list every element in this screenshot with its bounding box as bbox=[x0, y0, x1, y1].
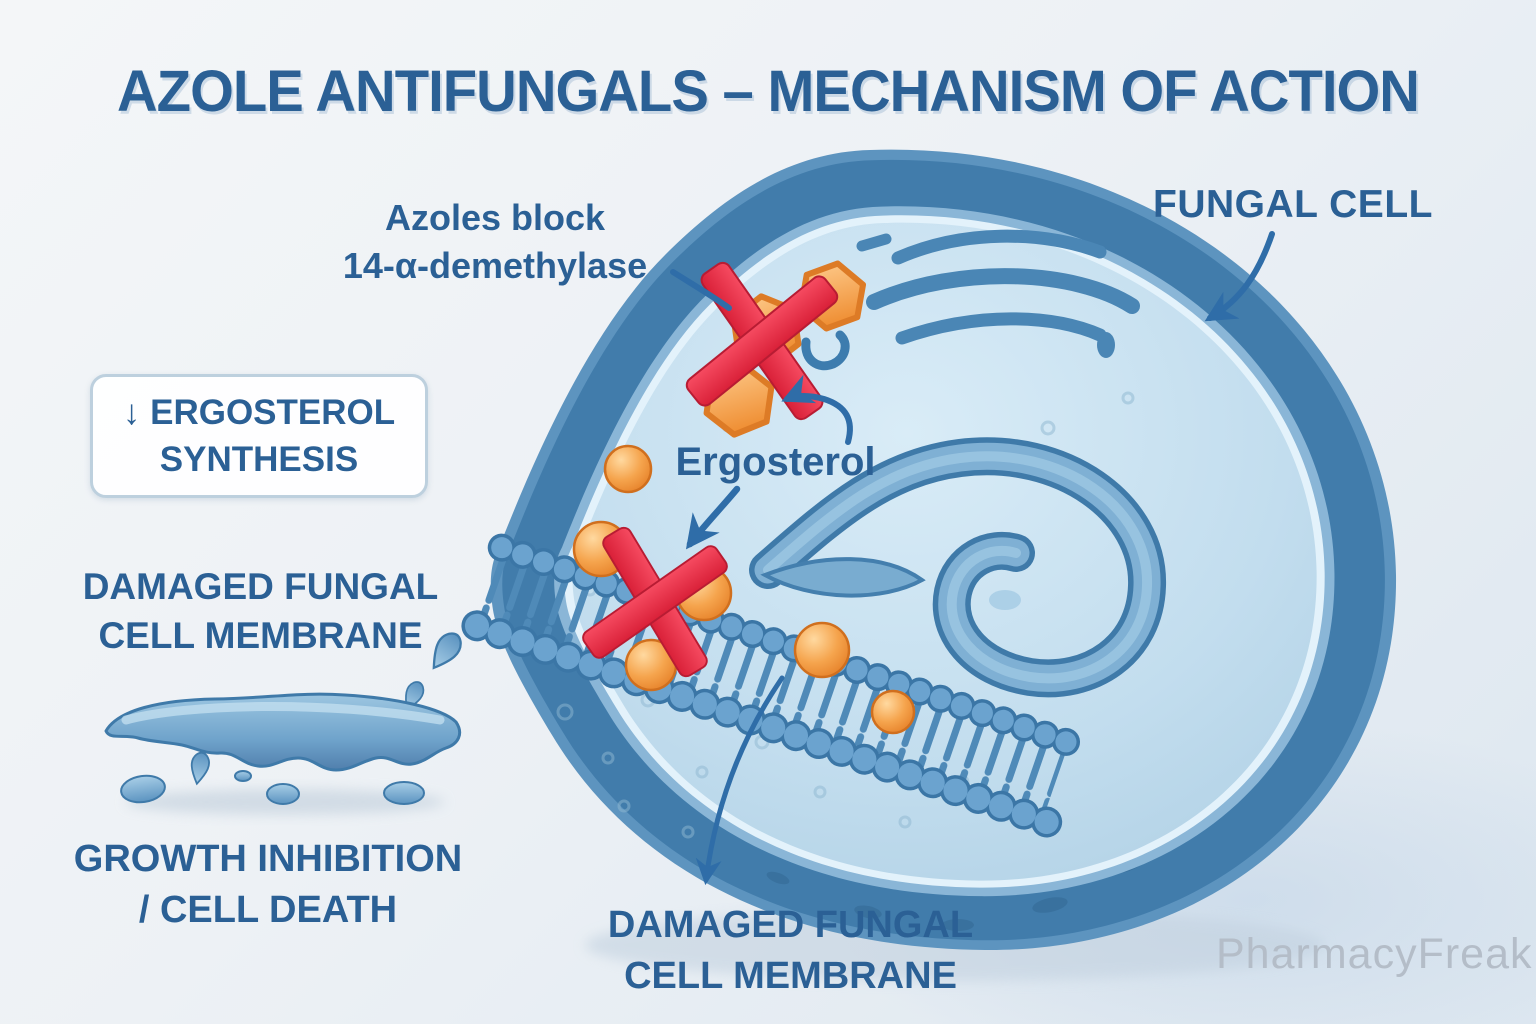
fragment-droplet bbox=[120, 774, 166, 804]
ergosterol-synthesis-line2: SYNTHESIS bbox=[159, 440, 359, 479]
fragment-droplet bbox=[266, 783, 300, 805]
down-arrow-glyph: ↓ bbox=[122, 393, 141, 432]
annotation-arrows bbox=[670, 231, 1275, 886]
damaged-left-line2: CELL MEMBRANE bbox=[98, 615, 423, 656]
damaged-membrane-left-label: DAMAGED FUNGAL CELL MEMBRANE bbox=[58, 562, 463, 660]
swirl-organelle bbox=[749, 437, 1167, 698]
bilayer-bottom-beads bbox=[461, 610, 1064, 838]
growth-line1: GROWTH INHIBITION bbox=[73, 838, 463, 880]
growth-line2: / CELL DEATH bbox=[138, 889, 398, 931]
er-curves bbox=[856, 229, 1140, 358]
fragment-droplet bbox=[234, 770, 252, 782]
azoles-block-label: Azoles block 14-α-demethylase bbox=[270, 194, 720, 290]
ergosterol-sphere bbox=[793, 621, 851, 679]
ergosterol-synthesis-word: ERGOSTEROL bbox=[150, 393, 396, 432]
arrow-ergosterol-to-azole bbox=[781, 374, 853, 445]
ergosterol-spheres bbox=[572, 444, 916, 735]
azoles-block-line1: Azoles block bbox=[384, 197, 606, 238]
ergosterol-synthesis-line1: ↓ ERGOSTEROL bbox=[123, 389, 395, 436]
azoles-block-line2: 14-α-demethylase bbox=[342, 245, 648, 286]
fragment-highlight bbox=[121, 702, 445, 725]
damaged-bottom-line2: CELL MEMBRANE bbox=[624, 955, 957, 997]
bilayer-top-beads bbox=[487, 533, 1089, 759]
leak-droplets bbox=[405, 632, 462, 711]
fragment-droplet bbox=[383, 781, 425, 805]
arrow-membrane-to-label bbox=[695, 675, 785, 886]
growth-inhibition-label: GROWTH INHIBITION / CELL DEATH bbox=[58, 834, 478, 936]
arrow-ergosterol-to-membrane bbox=[685, 485, 741, 550]
damaged-membrane-bottom-label: DAMAGED FUNGAL CELL MEMBRANE bbox=[578, 900, 1003, 1002]
damaged-bottom-line1: DAMAGED FUNGAL bbox=[607, 904, 974, 946]
u-squiggle bbox=[801, 330, 850, 371]
block-x-on-membrane bbox=[582, 526, 728, 678]
ergosterol-sphere bbox=[603, 444, 653, 494]
swirl-leaf bbox=[760, 557, 926, 598]
leak-droplet bbox=[432, 632, 462, 670]
pointer-azoles-line bbox=[670, 269, 732, 311]
page-title: AZOLE ANTIFUNGALS – MECHANISM OF ACTION bbox=[117, 59, 1420, 124]
fragment-droplets bbox=[120, 751, 425, 805]
ergosterol-sphere bbox=[870, 689, 916, 735]
watermark: PharmacyFreak bbox=[1216, 930, 1533, 978]
membrane-fragment bbox=[104, 692, 462, 805]
ergosterol-synthesis-box: ↓ ERGOSTEROL SYNTHESIS bbox=[90, 374, 428, 498]
fungal-cell bbox=[461, 149, 1397, 951]
ergosterol-label: Ergosterol bbox=[675, 440, 876, 484]
fragment-droplet bbox=[190, 751, 210, 786]
arrow-to-fungal-cell bbox=[1204, 231, 1275, 322]
fungal-cell-label: FUNGAL CELL bbox=[1153, 183, 1433, 226]
damaged-left-line1: DAMAGED FUNGAL bbox=[82, 566, 439, 607]
